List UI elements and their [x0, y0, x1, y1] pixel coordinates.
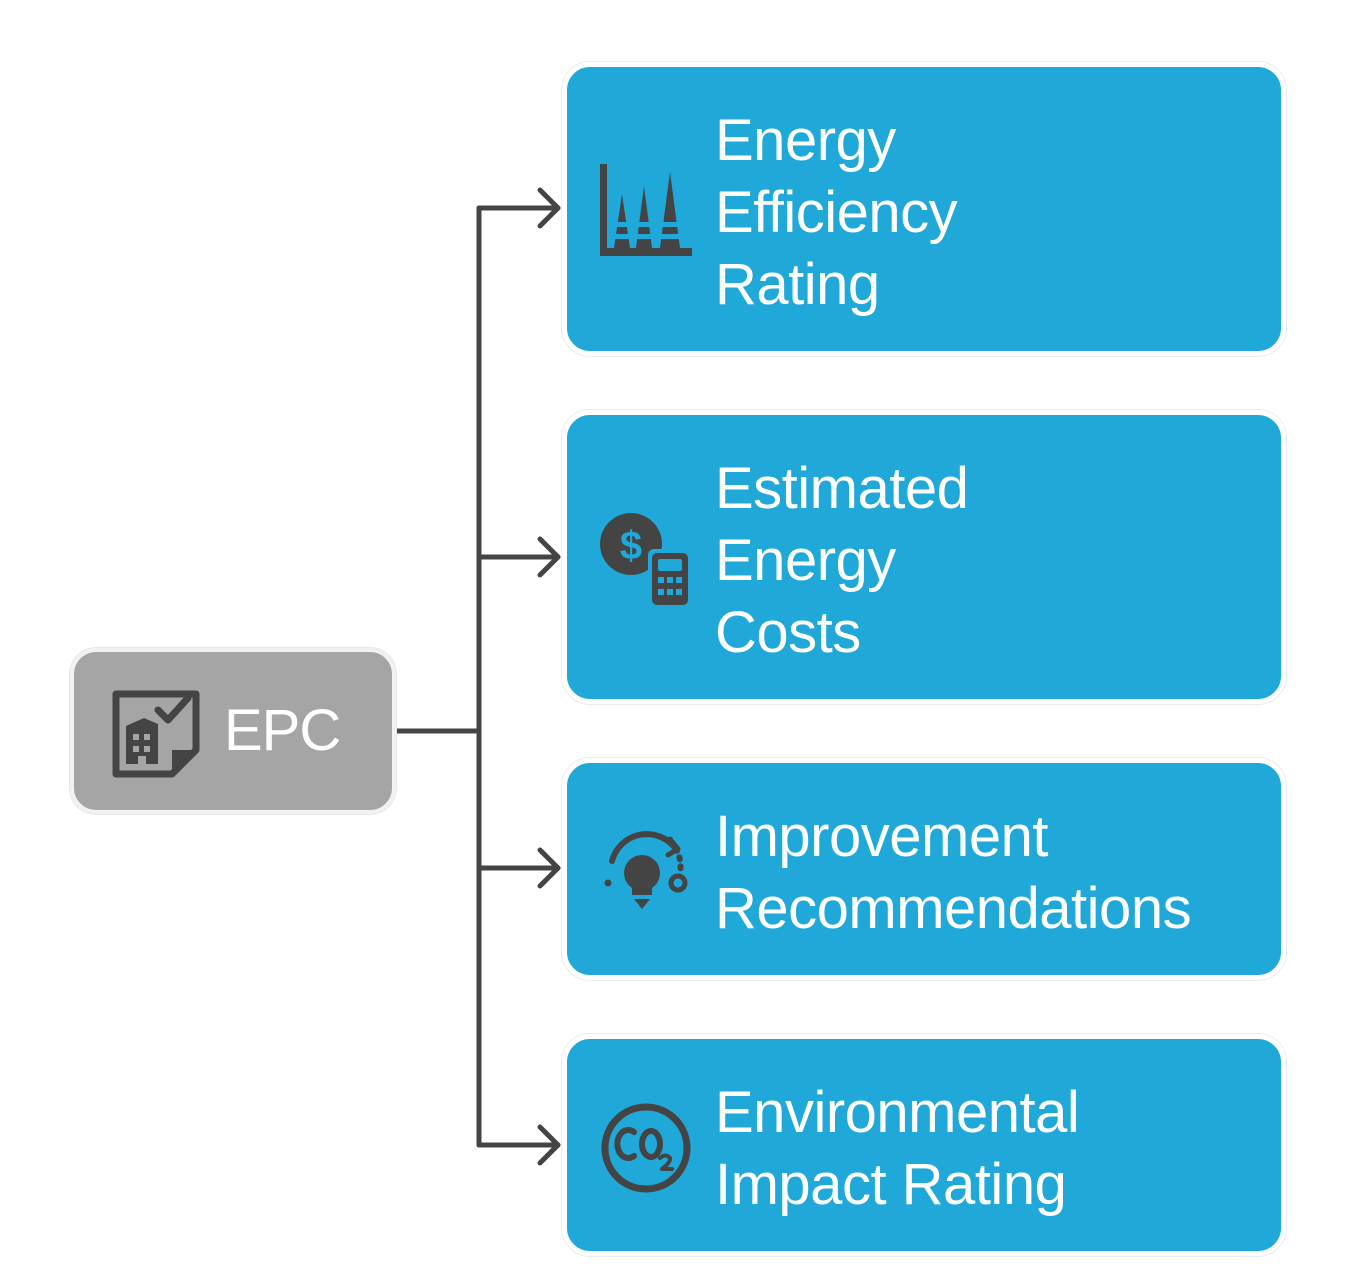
- certificate-house-icon: [112, 690, 200, 778]
- branch-label: Estimated Energy Costs: [715, 453, 969, 669]
- branch-label: Energy Efficiency Rating: [715, 105, 958, 321]
- branch-arrow-3: [537, 847, 561, 889]
- branch-environmental-impact-rating: Environmental Impact Rating: [562, 1034, 1286, 1256]
- rating-bars-icon: [600, 164, 692, 256]
- branch-arrow-1: [537, 187, 561, 229]
- root-label: EPC: [224, 698, 341, 763]
- branch-label: Improvement Recommendations: [715, 801, 1192, 945]
- branch-label-line: Rating: [715, 252, 880, 317]
- branch-label-line: Improvement: [715, 804, 1048, 869]
- branch-energy-efficiency-rating: Energy Efficiency Rating: [562, 62, 1286, 356]
- branch-label-line: Environmental: [715, 1080, 1080, 1145]
- branch-label-line: Energy: [715, 528, 896, 593]
- branch-arrow-2: [537, 536, 561, 578]
- branch-label-line: Estimated: [715, 456, 969, 521]
- branch-label: Environmental Impact Rating: [715, 1077, 1080, 1221]
- branch-arrow-4: [537, 1124, 561, 1166]
- lightbulb-cycle-icon: [604, 831, 688, 909]
- root-node-epc: EPC: [70, 648, 396, 814]
- branch-label-line: Recommendations: [715, 876, 1192, 941]
- branch-estimated-energy-costs: $ Estimated Energy Costs: [562, 410, 1286, 704]
- co2-icon: [601, 1103, 691, 1193]
- svg-text:$: $: [620, 524, 642, 568]
- branch-label-line: Impact Rating: [715, 1152, 1067, 1217]
- branch-label-line: Costs: [715, 600, 861, 665]
- branch-label-line: Energy: [715, 108, 896, 173]
- dollar-calculator-icon: $: [600, 513, 690, 605]
- branch-improvement-recommendations: Improvement Recommendations: [562, 758, 1286, 980]
- branch-label-line: Efficiency: [715, 180, 958, 245]
